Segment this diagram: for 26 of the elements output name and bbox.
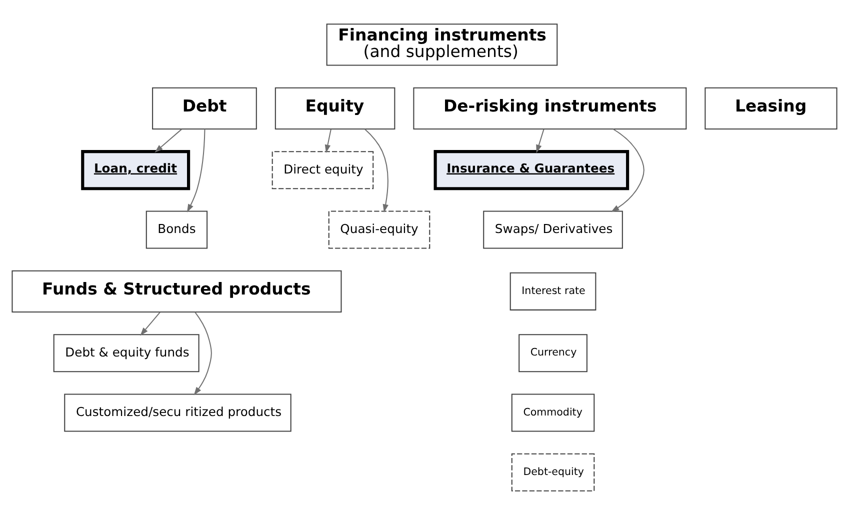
node-box: Currency	[518, 334, 588, 372]
arrow	[610, 128, 644, 212]
node-box: Bonds	[146, 210, 208, 249]
node-box: Swaps/ Derivatives	[483, 210, 623, 249]
node-box: Debt-equity	[511, 453, 595, 492]
node-box: Loan, credit	[81, 150, 190, 190]
node-box: Leasing	[704, 87, 838, 130]
node-box: Interest rate	[510, 272, 596, 310]
arrow	[364, 128, 388, 213]
node-box: Financing instruments (and supplements)	[326, 24, 558, 66]
node-box: Insurance & Guarantees	[434, 150, 630, 190]
node-box: Equity	[274, 87, 396, 130]
arrow	[140, 312, 160, 336]
node-box: Direct equity	[272, 151, 374, 190]
arrow	[186, 129, 206, 212]
node-box: Customized/secu ritized products	[64, 394, 292, 432]
arrow	[154, 128, 182, 153]
arrow	[324, 129, 332, 154]
node-box: Debt & equity funds	[53, 334, 200, 372]
node-box: Quasi-equity	[328, 210, 430, 249]
arrow	[536, 129, 544, 153]
node-box: Debt	[152, 87, 257, 130]
node-box: Funds & Structured products	[12, 270, 342, 312]
arrow	[194, 312, 212, 396]
node-box: Commodity	[511, 394, 595, 432]
node-box: De-risking instruments	[413, 87, 687, 130]
